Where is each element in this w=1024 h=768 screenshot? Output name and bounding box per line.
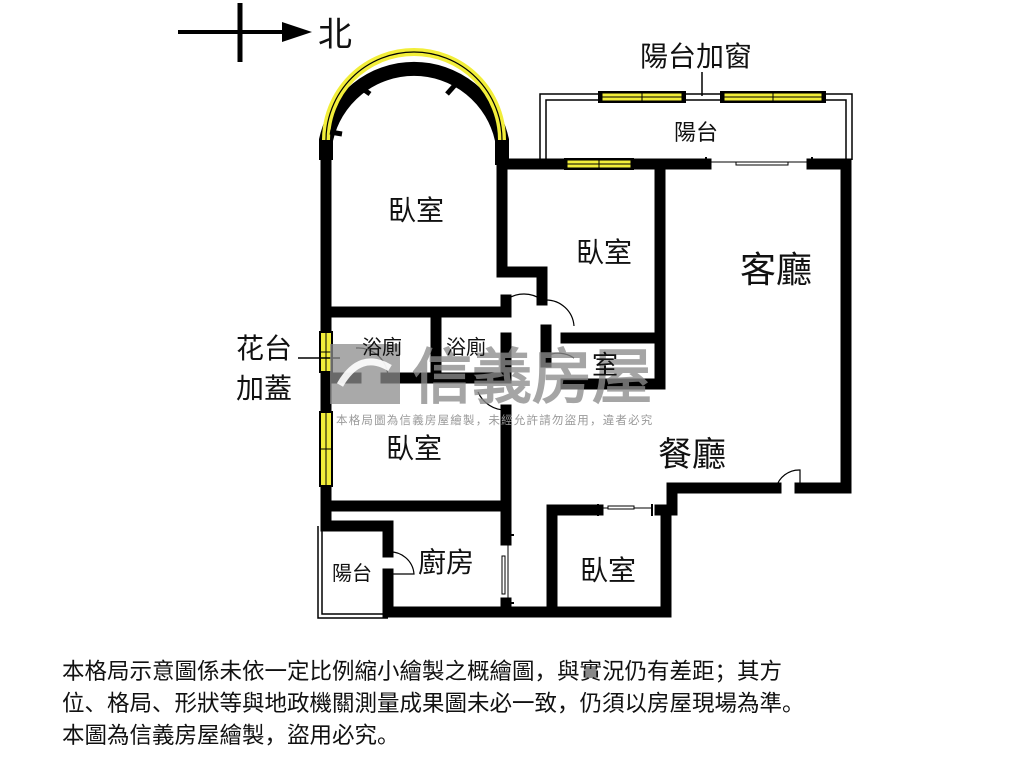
bedroom-north-window [564,158,634,170]
door-kitchen-balcony [387,551,415,575]
room-balcony-small: 陽台 [332,561,372,585]
room-bathroom-2: 浴廁 [446,335,486,359]
compass: 北 [178,3,352,62]
balcony-window-annotation: 陽台加窗 [640,40,752,73]
room-living: 客廳 [740,250,812,291]
planter-annotation-line2: 加蓋 [236,372,292,405]
room-bedroom-north: 臥室 [576,236,632,269]
room-bedroom-west: 臥室 [386,432,442,465]
watermark-brand: 信義房屋 [412,343,652,413]
arched-window [319,48,509,165]
planter-annotation-line1: 花台 [236,332,292,365]
door-small-room [545,352,575,359]
door-north-bedroom [545,299,575,327]
disclaimer: 本格局示意圖係未依一定比例縮小繪製之概繪圖，與實況仍有差距；其方 位、格局、形狀… [62,656,1002,752]
compass-north-label: 北 [318,15,352,55]
disclaimer-line-2: 位、格局、形狀等與地政機關測量成果圖未必一致，仍須以房屋現場為準。 [62,691,805,717]
balcony-window-left [598,91,686,103]
disclaimer-line-1: 本格局示意圖係未依一定比例縮小繪製之概繪圖，與實況仍有差距；其方 [62,659,783,685]
bedroom-south-sliding-door [597,504,653,516]
watermark-logo [330,344,400,404]
small-balcony-outline [317,526,388,619]
door-entrance [775,469,801,489]
disclaimer-line-3: 本圖為信義房屋繪製，盜用必究。 [62,723,400,749]
door-arched-bedroom [505,293,543,301]
room-balcony-top: 陽台 [674,121,718,146]
balcony-window-right [720,91,826,103]
door-bathroom-2 [477,391,507,411]
room-kitchen: 廚房 [418,546,474,579]
room-bedroom-south: 臥室 [580,554,636,587]
room-dining: 餐廳 [658,435,726,475]
top-balcony-outline [539,93,853,162]
living-room-sliding-door [705,157,813,169]
room-small: 室 [592,351,618,381]
north-arrow-icon [282,22,312,42]
walls [320,144,852,618]
room-bedroom-arched: 臥室 [388,194,444,227]
watermark: 信義房屋 本格局圖為信義房屋繪製，未經允許請勿盜用，違者必究 [330,343,654,427]
room-bathroom-1: 浴廁 [362,335,402,359]
planter-window [319,331,333,487]
watermark-notice: 本格局圖為信義房屋繪製，未經允許請勿盜用，違者必究 [336,413,654,427]
kitchen-sliding-door [501,534,514,604]
